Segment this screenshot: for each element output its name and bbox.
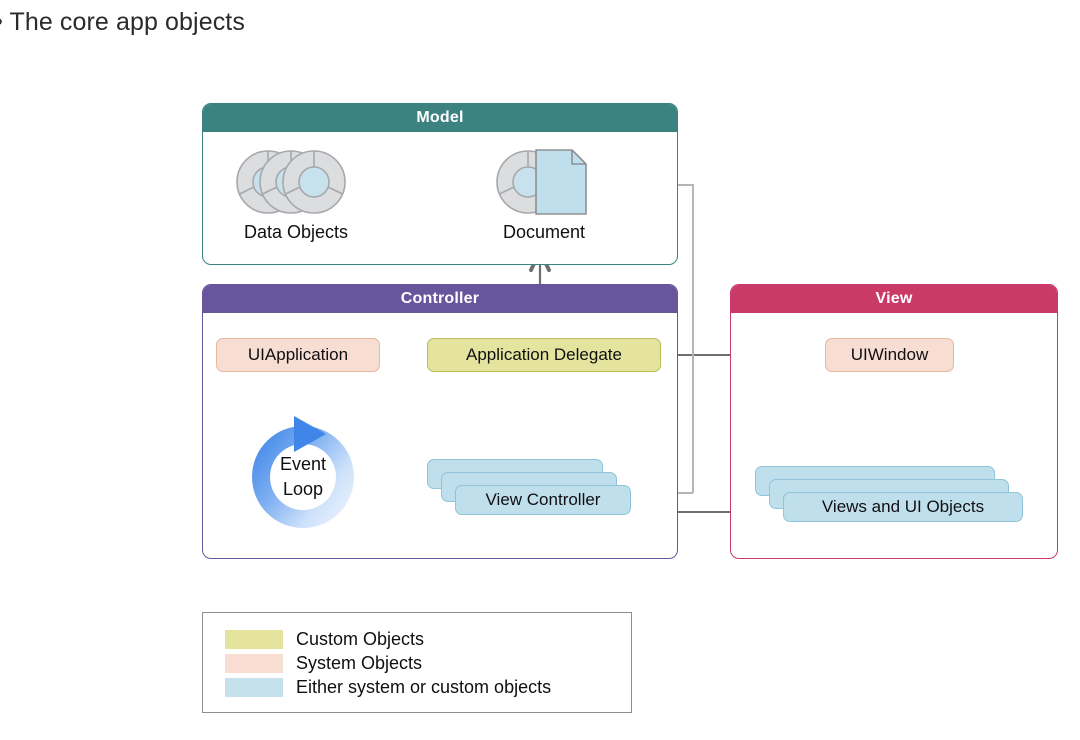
event-loop-line-2: Loop — [282, 479, 324, 499]
event-loop-line-1: Event — [279, 454, 327, 474]
node-uiwindow[interactable]: UIWindow — [825, 338, 954, 372]
node-application-delegate[interactable]: Application Delegate — [427, 338, 661, 372]
legend-swatch-either — [225, 677, 283, 697]
data-objects-icon — [230, 146, 360, 218]
data-objects-caption: Data Objects — [243, 222, 349, 242]
legend-swatch-system — [225, 653, 283, 673]
document-caption: Document — [502, 222, 586, 242]
event-loop-label: Event Loop — [236, 452, 370, 502]
legend-swatch-custom — [225, 629, 283, 649]
event-loop-icon — [236, 410, 370, 544]
legend-item-either: Either system or custom objects — [225, 675, 631, 699]
legend-item-system: System Objects — [225, 651, 631, 675]
group-view-title: View — [731, 285, 1057, 313]
document-icon — [492, 146, 598, 218]
legend: Custom Objects System Objects Either sys… — [202, 612, 632, 713]
legend-item-custom: Custom Objects — [225, 627, 631, 651]
group-model-title: Model — [203, 104, 677, 132]
page-title-bullet: • — [0, 8, 3, 36]
node-view-controller-stack[interactable]: View Controller — [427, 459, 631, 515]
views-card-front[interactable]: Views and UI Objects — [783, 492, 1023, 522]
legend-label-system: System Objects — [296, 652, 423, 673]
page-title-text: The core app objects — [9, 8, 245, 36]
page-title: • The core app objects — [0, 8, 245, 37]
group-controller-title: Controller — [203, 285, 677, 313]
view-controller-card-front[interactable]: View Controller — [455, 485, 631, 515]
legend-label-custom: Custom Objects — [296, 628, 425, 649]
group-model: Model — [202, 103, 678, 265]
legend-label-either: Either system or custom objects — [296, 676, 552, 697]
node-views-and-ui-objects-stack[interactable]: Views and UI Objects — [755, 466, 1023, 522]
node-uiapplication[interactable]: UIApplication — [216, 338, 380, 372]
